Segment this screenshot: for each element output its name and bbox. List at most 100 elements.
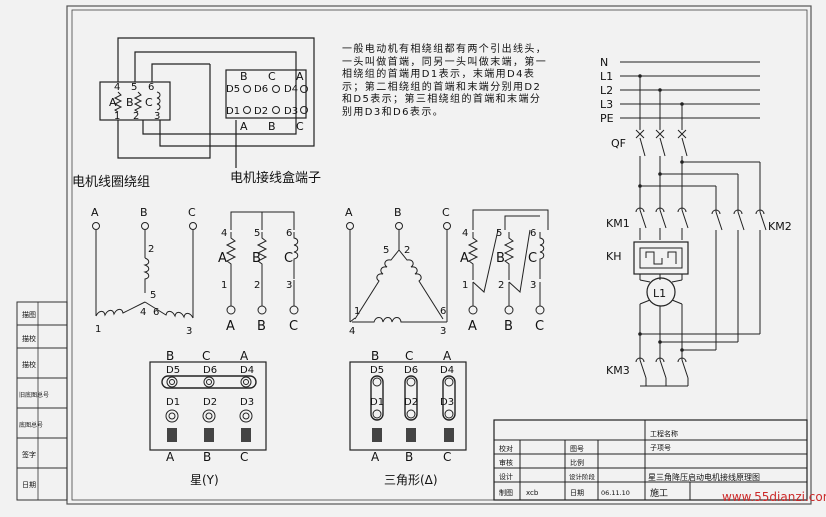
left-strip: 描图 描校 描校 旧底图总号 底图总号 签字 日期	[16, 301, 68, 501]
star-coil-top-num: 6	[286, 228, 292, 239]
line-label: L3	[600, 98, 613, 111]
delta-coil-letter: C	[528, 251, 537, 266]
board-label: D6	[404, 365, 418, 376]
delta-coil-bottom-letter: B	[504, 319, 513, 334]
coil-letter: A	[109, 96, 117, 109]
coil-top-num: 5	[131, 82, 137, 93]
delta-num: 6	[440, 306, 446, 317]
coil-bottom-num: 1	[114, 111, 120, 122]
outer-frame	[66, 5, 812, 505]
line-label: N	[600, 56, 608, 69]
terminal-bottom-letter: C	[296, 120, 304, 133]
terminal-label: D1	[226, 106, 240, 117]
board-label: D4	[440, 365, 454, 376]
strip-label: 签字	[22, 450, 36, 459]
delta-top-letter: B	[394, 206, 402, 219]
board-top-letter: B	[166, 349, 174, 363]
terminal-top-letter: B	[240, 70, 248, 83]
delta-terminal-board: B C A D5 D6 D4 D1 D2 D3 A B C 三角形(Δ)	[349, 349, 467, 487]
delta-num: 2	[404, 245, 410, 256]
board-label: D4	[240, 365, 254, 376]
km3-label: KM3	[606, 364, 630, 377]
tb-cell: 比例	[570, 458, 584, 467]
star-num: 2	[148, 244, 154, 255]
tb-cell: 06.11.10	[601, 489, 630, 497]
board-label: D2	[203, 397, 217, 408]
stage-label: 施工	[650, 487, 668, 499]
board-top-letter: C	[202, 349, 210, 363]
star-coil-bottom-letter: C	[289, 319, 298, 334]
terminal-bottom-letter: A	[240, 120, 248, 133]
tb-cell: xcb	[526, 489, 539, 497]
coil-top-num: 4	[114, 82, 120, 93]
drawing-title: 星三角降压启动电机接线原理图	[648, 472, 760, 482]
terminal-top-letter: A	[296, 70, 304, 83]
title-block: 工程名称 子项号 星三角降压启动电机接线原理图 施工 校对 图号 审核 比例 设…	[493, 419, 808, 501]
delta-coils-diagram: 4 5 6 A B C 1 2 3 A B C	[460, 209, 549, 334]
tb-cell: 图号	[570, 445, 584, 453]
delta-num: 4	[349, 326, 355, 337]
board-bottom-letter: B	[405, 450, 413, 464]
delta-coil-top-num: 5	[496, 228, 502, 239]
star-coil-bottom-letter: B	[257, 319, 266, 334]
board-bottom-letter: C	[443, 450, 451, 464]
board-top-letter: C	[405, 349, 413, 363]
delta-coil-bottom-letter: C	[535, 319, 544, 334]
kh-label: KH	[606, 250, 622, 263]
terminal-bottom-letter: B	[268, 120, 276, 133]
star-coil-top-num: 4	[221, 228, 227, 239]
motor-label: L1	[653, 287, 666, 300]
strip-label: 描校	[22, 334, 36, 343]
star-coils-diagram: 4 5 6 A B C 1 2 3 A B C	[218, 211, 299, 334]
tb-cell: 设计阶段	[569, 472, 596, 481]
delta-num: 1	[354, 306, 360, 317]
line-label: L2	[600, 84, 613, 97]
terminal-block: B C A D5 D6 D4 D1 D2 D3 A B C 电机接线盒端子	[209, 64, 321, 186]
coil-letter: B	[126, 96, 134, 109]
tb-cell: 校对	[499, 444, 513, 453]
board-top-letter: B	[371, 349, 379, 363]
board-top-letter: A	[240, 349, 249, 363]
inner-frame	[71, 9, 808, 501]
board-label: D6	[203, 365, 217, 376]
coil-letter: C	[145, 96, 153, 109]
tb-cell: 日期	[570, 489, 584, 497]
delta-top-letter: C	[442, 206, 450, 219]
strip-label: 旧底图总号	[19, 391, 49, 399]
delta-num: 5	[383, 245, 389, 256]
delta-num: 3	[440, 326, 446, 337]
delta-top-letter: A	[345, 206, 353, 219]
strip-label: 日期	[22, 481, 36, 489]
star-num: 6	[153, 307, 159, 318]
strip-label: 描图	[22, 310, 36, 319]
board-top-letter: A	[443, 349, 452, 363]
star-num: 1	[95, 324, 101, 335]
tb-cell: 审核	[499, 458, 513, 467]
delta-coil-bottom-letter: A	[468, 319, 477, 334]
board-bottom-letter: C	[240, 450, 248, 464]
terminal-label: D4	[284, 84, 298, 95]
star-coil-letter: A	[218, 251, 227, 266]
terminal-label: D2	[254, 106, 268, 117]
star-coil-letter: C	[284, 251, 293, 266]
coil-bottom-num: 2	[133, 111, 139, 122]
sub-item-label: 子项号	[650, 444, 671, 452]
board-label: D1	[370, 397, 384, 408]
strip-label: 底图总号	[19, 421, 43, 429]
star-coil-letter: B	[252, 251, 261, 266]
board-bottom-letter: A	[371, 450, 380, 464]
star-top-letter: C	[188, 206, 196, 219]
board-label: D5	[370, 365, 384, 376]
star-coil-top-num: 5	[254, 228, 260, 239]
tb-cell: 制图	[499, 488, 513, 497]
board-label: D2	[404, 397, 418, 408]
star-delta-circuit: N L1 L2 L3 PE QF KM1	[600, 56, 792, 387]
board-bottom-letter: B	[203, 450, 211, 464]
line-label: PE	[600, 112, 614, 125]
delta-coil-top-num: 4	[462, 228, 468, 239]
board-label: D3	[440, 397, 454, 408]
tb-cell: 设计	[499, 472, 513, 481]
star-winding-diagram: A B C 1 2 3 4 5 6	[91, 206, 197, 337]
